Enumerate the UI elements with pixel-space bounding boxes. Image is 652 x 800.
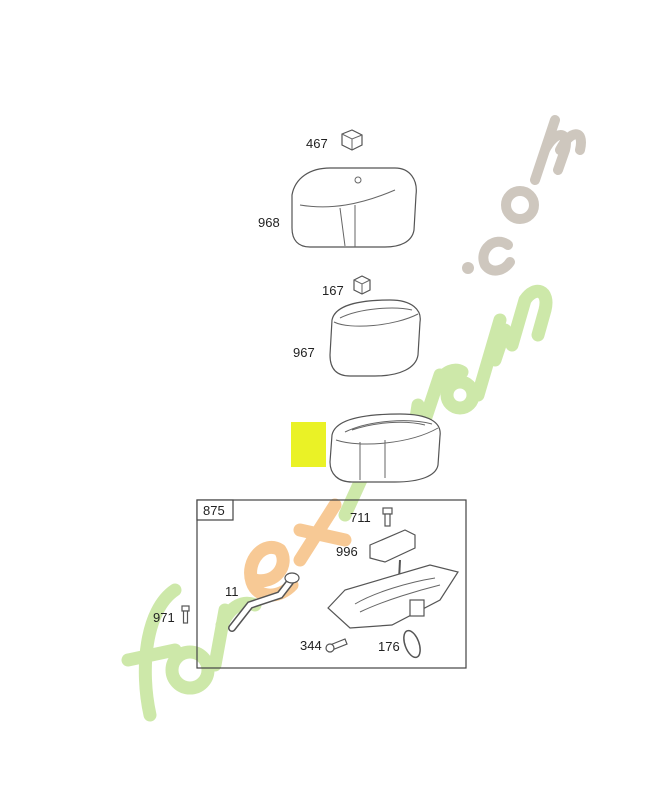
part-996-plate[interactable] bbox=[369, 529, 416, 563]
part-967-prefilter[interactable] bbox=[329, 299, 421, 377]
label-167: 167 bbox=[322, 283, 344, 298]
part-air-filter-cartridge[interactable] bbox=[329, 413, 441, 483]
part-467-clip[interactable] bbox=[341, 129, 363, 151]
part-167-nut[interactable] bbox=[353, 275, 371, 295]
label-971: 971 bbox=[153, 610, 175, 625]
watermark-for bbox=[121, 583, 262, 722]
label-711: 711 bbox=[350, 510, 371, 525]
part-11-breather-tube[interactable] bbox=[228, 572, 300, 632]
highlighted-part-marker[interactable] bbox=[291, 422, 326, 467]
kit-875-frame bbox=[196, 499, 467, 669]
label-967: 967 bbox=[293, 345, 315, 360]
watermark-dotcom bbox=[462, 115, 586, 276]
part-176-gasket[interactable] bbox=[401, 628, 424, 659]
kit-875-label-box bbox=[196, 499, 234, 521]
label-344: 344 bbox=[300, 638, 322, 653]
label-467: 467 bbox=[306, 136, 328, 151]
label-11: 11 bbox=[225, 584, 239, 599]
part-air-cleaner-base[interactable] bbox=[327, 559, 459, 629]
label-875: 875 bbox=[203, 503, 225, 518]
part-968-cover[interactable] bbox=[291, 167, 417, 248]
part-711-screw[interactable] bbox=[382, 507, 393, 527]
part-344-screw[interactable] bbox=[325, 638, 348, 653]
part-971-screw[interactable] bbox=[181, 605, 190, 624]
label-968: 968 bbox=[258, 215, 280, 230]
label-996: 996 bbox=[336, 544, 358, 559]
label-176: 176 bbox=[378, 639, 400, 654]
